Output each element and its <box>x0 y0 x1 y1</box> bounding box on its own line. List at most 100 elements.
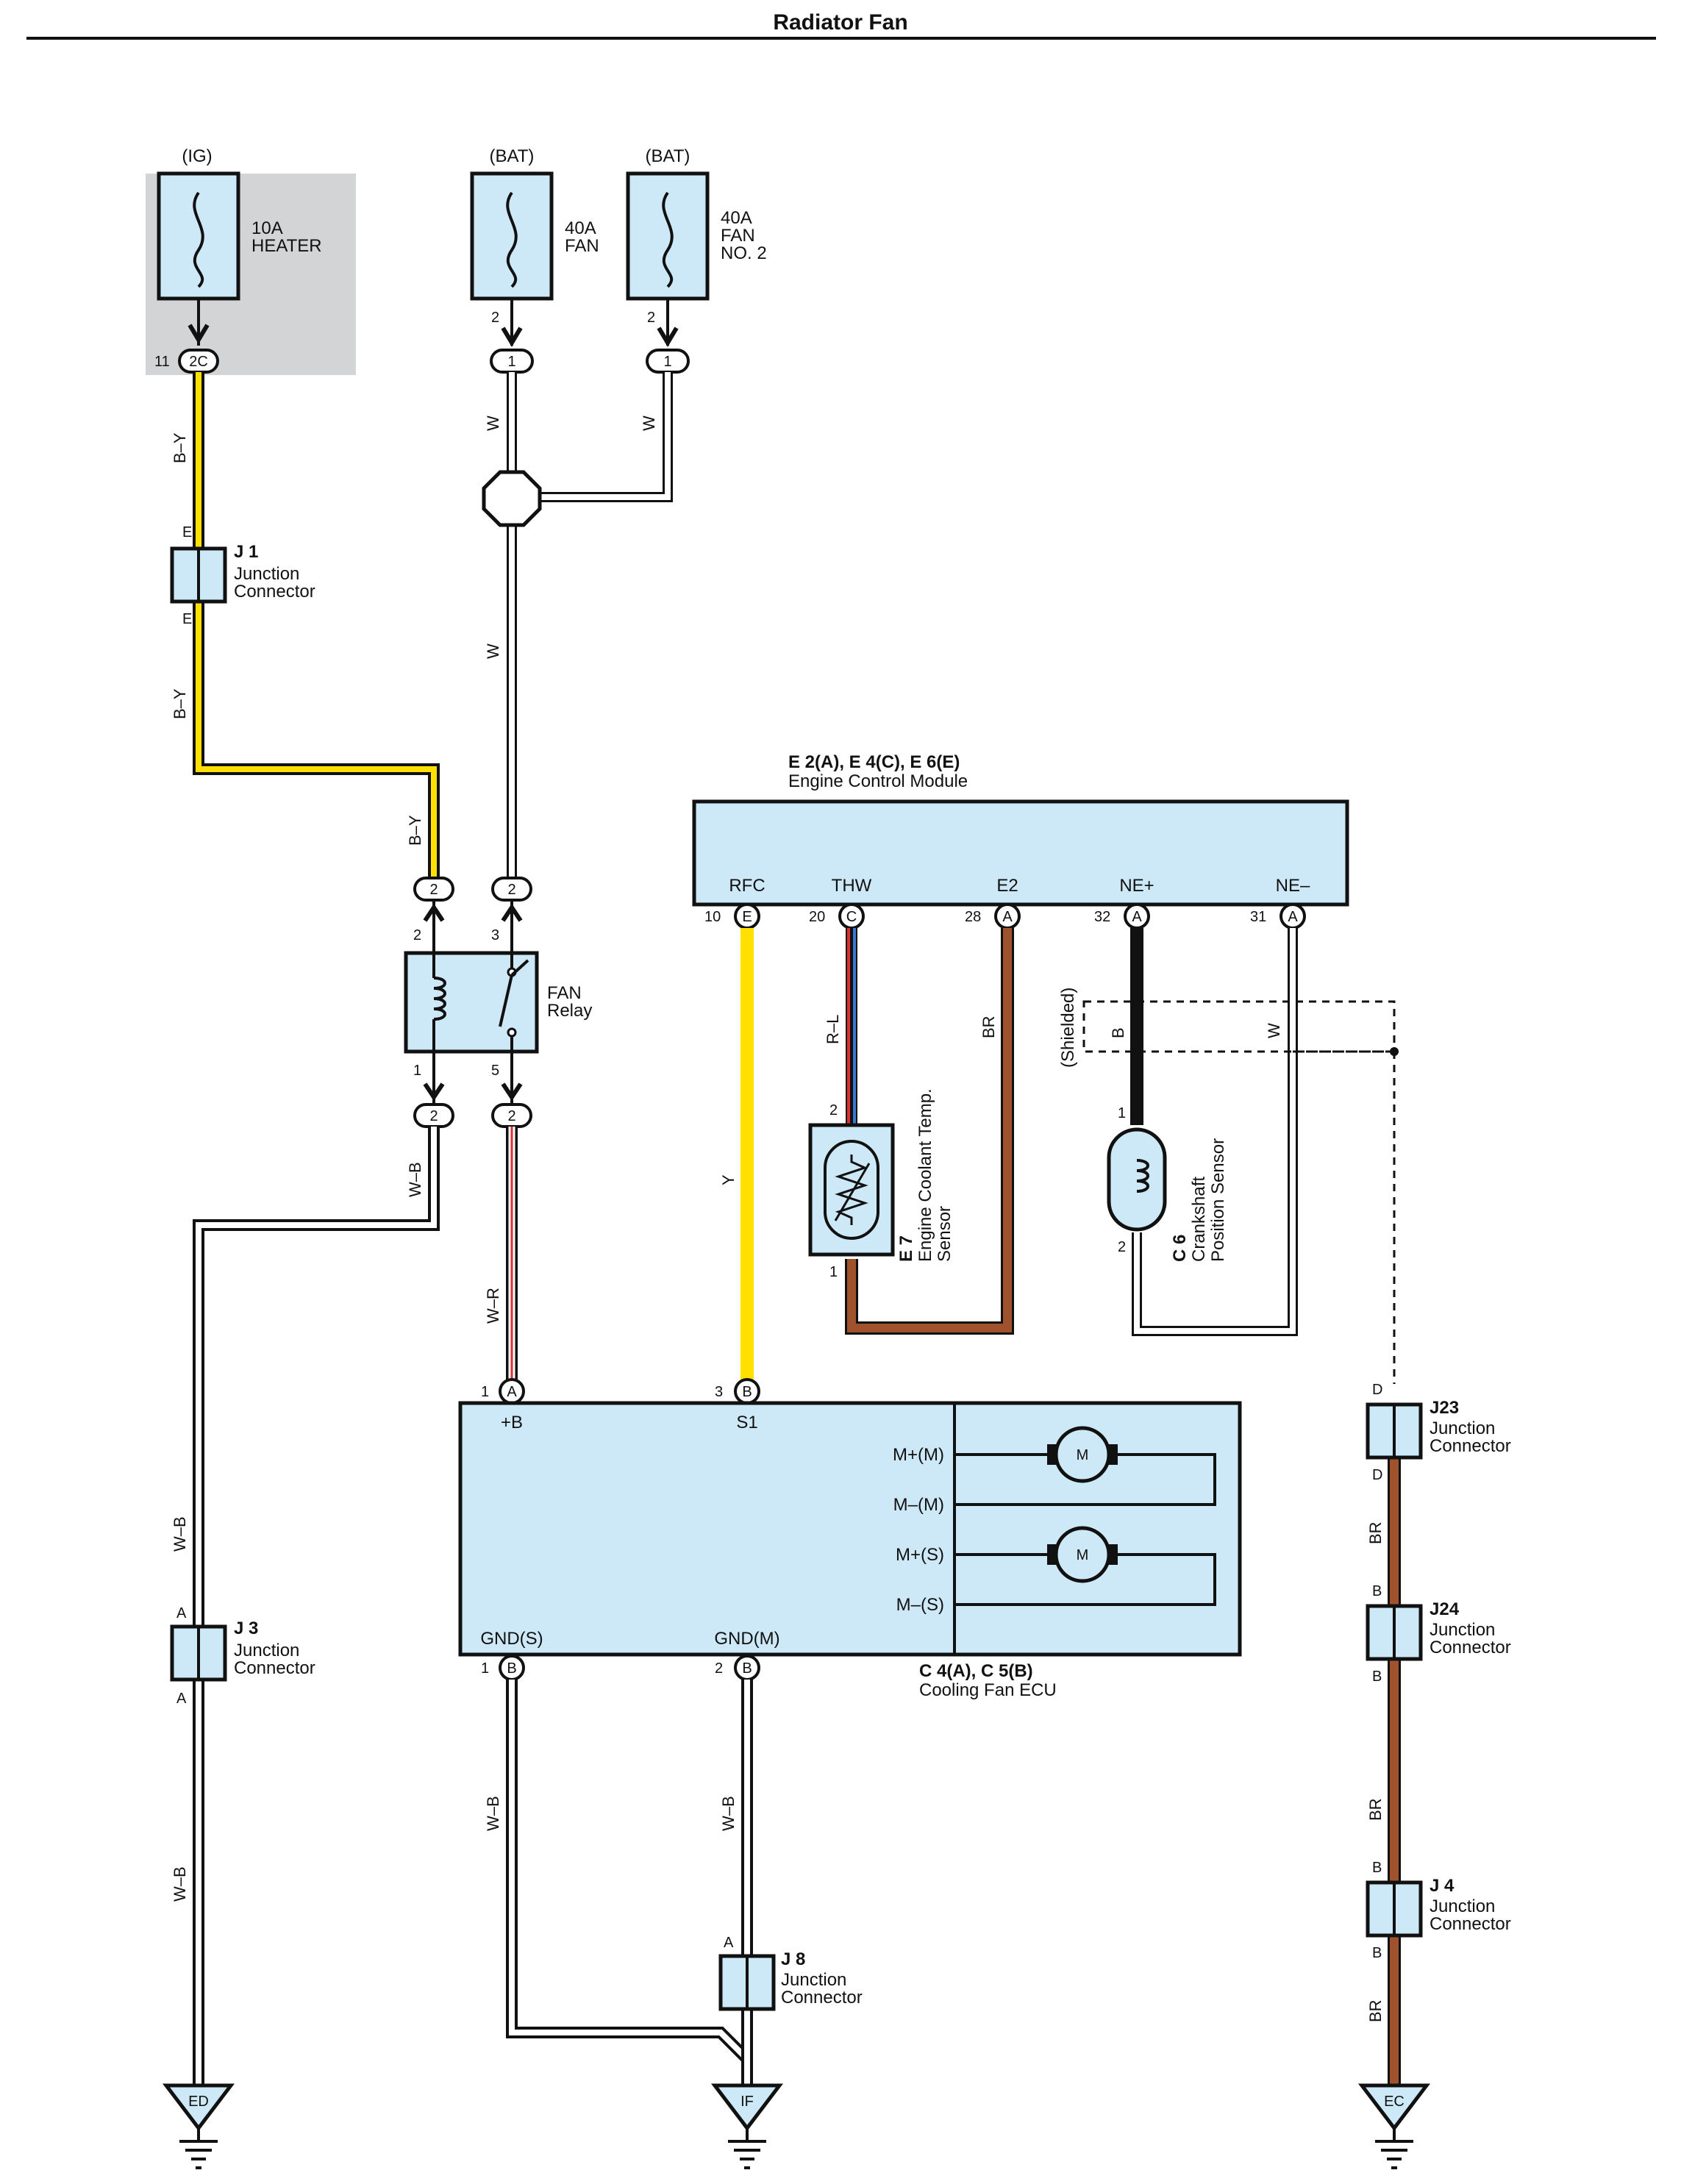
e7-pin-bottom: 1 <box>829 1264 838 1280</box>
j8-name2: Connector <box>781 1988 863 2008</box>
relay-pin-3: 3 <box>491 927 499 943</box>
ecm-pin-num-ne-plus: 32 <box>1094 909 1110 925</box>
wire-label-w-r: W–R <box>484 1288 502 1324</box>
connector-arrow-icon <box>423 903 445 922</box>
ecm-terminal-ne-plus: NE+ <box>1119 876 1154 896</box>
c6-id: C 6 <box>1170 1235 1190 1262</box>
c6-pin-top: 1 <box>1118 1105 1126 1121</box>
relay-bottom-connectors: 1 5 2 2 <box>413 1052 532 1128</box>
junction-j8: A J 8 Junction Connector <box>718 1935 863 2011</box>
wire-label-w: W <box>1265 1023 1283 1038</box>
ecm-pin-conn-thw: C <box>846 909 857 925</box>
fuse-heater: (IG) 10A HEATER 2C 11 <box>154 146 322 374</box>
ecm-terminal-ne-minus: NE– <box>1276 876 1310 896</box>
fuse-heater-rating: 10A <box>251 218 283 238</box>
wire-label-br: BR <box>1366 1798 1385 1821</box>
c6-name: Crankshaft <box>1189 1177 1209 1262</box>
fuse-fan-body <box>470 171 554 301</box>
sensor-coil-icon <box>1136 1159 1149 1193</box>
connector-arrow-icon <box>501 1082 523 1102</box>
c6-pin-bottom: 2 <box>1118 1239 1126 1255</box>
wire-label-y: Y <box>719 1174 738 1185</box>
relay-conn-top-right: 2 <box>507 882 515 898</box>
j3-pin-bottom: A <box>176 1691 187 1707</box>
j8-pin-top: A <box>724 1935 734 1951</box>
relay-conn-top-left: 2 <box>429 882 438 898</box>
ecu-num-s1: 3 <box>715 1384 723 1400</box>
wire-r-l <box>846 928 857 1125</box>
ground-ec: EC <box>1357 2083 1431 2169</box>
ecu-conn-s1: B <box>742 1384 752 1400</box>
wire-label-br: BR <box>979 1016 998 1038</box>
j24-id: J24 <box>1430 1599 1460 1619</box>
fuse-fan: (BAT) 40A FAN 2 1 <box>470 146 599 374</box>
connector-arrow-icon <box>657 326 679 347</box>
relay-pin-1: 1 <box>413 1063 421 1079</box>
j23-name: Junction <box>1430 1418 1495 1438</box>
ecm-terminal-rfc: RFC <box>729 876 765 896</box>
motor-icon <box>1054 1426 1111 1483</box>
motor-sub-symbol: M <box>1077 1547 1089 1563</box>
j24-pin-top: B <box>1372 1583 1382 1599</box>
wire-label-b: B <box>1109 1027 1127 1038</box>
relay-switch-icon <box>510 959 529 977</box>
j4-pin-bottom: B <box>1372 1945 1382 1961</box>
relay-pin-5: 5 <box>491 1063 499 1079</box>
j23-pin-top: D <box>1372 1382 1382 1398</box>
j4-name2: Connector <box>1430 1914 1511 1934</box>
relay-body <box>404 951 539 1054</box>
j4-id: J 4 <box>1430 1876 1455 1896</box>
relay-coil-icon <box>433 977 446 1021</box>
ecu-name: Cooling Fan ECU <box>919 1680 1057 1700</box>
j24-pin-bottom: B <box>1372 1669 1382 1685</box>
ground-if: IF <box>710 2083 784 2169</box>
junction-j4: B B J 4 Junction Connector <box>1366 1860 1511 1961</box>
fuse-fan2-supply: (BAT) <box>646 146 690 166</box>
wire-w-b-ecu <box>506 1680 753 2088</box>
connector-arrow-icon <box>188 324 210 344</box>
junction-j1: E E J 1 Junction Connector <box>170 524 315 627</box>
shield: (Shielded) <box>1058 988 1399 1384</box>
fuse-fan2-pin: 2 <box>647 310 655 326</box>
relay-conn-bottom-right: 2 <box>507 1108 515 1124</box>
fuse-fan-name: FAN <box>565 236 599 256</box>
j1-id: J 1 <box>234 542 258 562</box>
wire-label-b-y: B–Y <box>171 688 189 719</box>
relay-conn-bottom-left: 2 <box>429 1108 438 1124</box>
shielded-label: (Shielded) <box>1058 988 1078 1068</box>
j3-name2: Connector <box>234 1658 315 1678</box>
fuse-fan2-body <box>626 171 710 301</box>
fuse-symbol-icon <box>193 191 204 288</box>
wire-label-w-b: W–B <box>719 1796 738 1831</box>
ecu-motor-label: M–(M) <box>893 1495 944 1515</box>
fuse-symbol-icon <box>506 191 518 288</box>
ecm-pin-num-rfc: 10 <box>704 909 721 925</box>
ground-if-label: IF <box>740 2094 754 2110</box>
e7-id: E 7 <box>896 1235 916 1262</box>
j3-pin-top: A <box>176 1605 187 1621</box>
ecm-body <box>692 799 1349 907</box>
fuse-fan-no2: (BAT) 40A FAN NO. 2 2 1 <box>626 146 767 374</box>
wire-label-w: W <box>640 415 658 431</box>
wire-label-b-y: B–Y <box>171 432 189 463</box>
ground-ed: ED <box>162 2083 235 2169</box>
ecm-terminal-e2: E2 <box>996 876 1018 896</box>
fuse-heater-conn-label: 2C <box>189 354 208 370</box>
engine-control-module: E 2(A), E 4(C), E 6(E) Engine Control Mo… <box>692 752 1349 929</box>
ecu-motor-label: M–(S) <box>896 1595 944 1615</box>
wire-label-w-b: W–B <box>171 1866 189 1902</box>
j8-id: J 8 <box>781 1949 805 1969</box>
ecu-body <box>458 1401 1242 1657</box>
e7-name2: Sensor <box>935 1206 954 1262</box>
j1-name2: Connector <box>234 582 315 602</box>
j1-pin-top: E <box>182 524 192 540</box>
j23-id: J23 <box>1430 1398 1459 1418</box>
ecu-terminal-gnd-m: GND(M) <box>714 1629 779 1649</box>
relay-name: FAN <box>547 983 582 1003</box>
wire-w-bat <box>507 372 673 878</box>
ecm-id: E 2(A), E 4(C), E 6(E) <box>788 752 960 772</box>
ecu-terminal-gnd-s: GND(S) <box>480 1629 543 1649</box>
j24-name2: Connector <box>1430 1638 1511 1657</box>
j4-name: Junction <box>1430 1896 1495 1916</box>
fuse-heater-body <box>157 171 240 301</box>
